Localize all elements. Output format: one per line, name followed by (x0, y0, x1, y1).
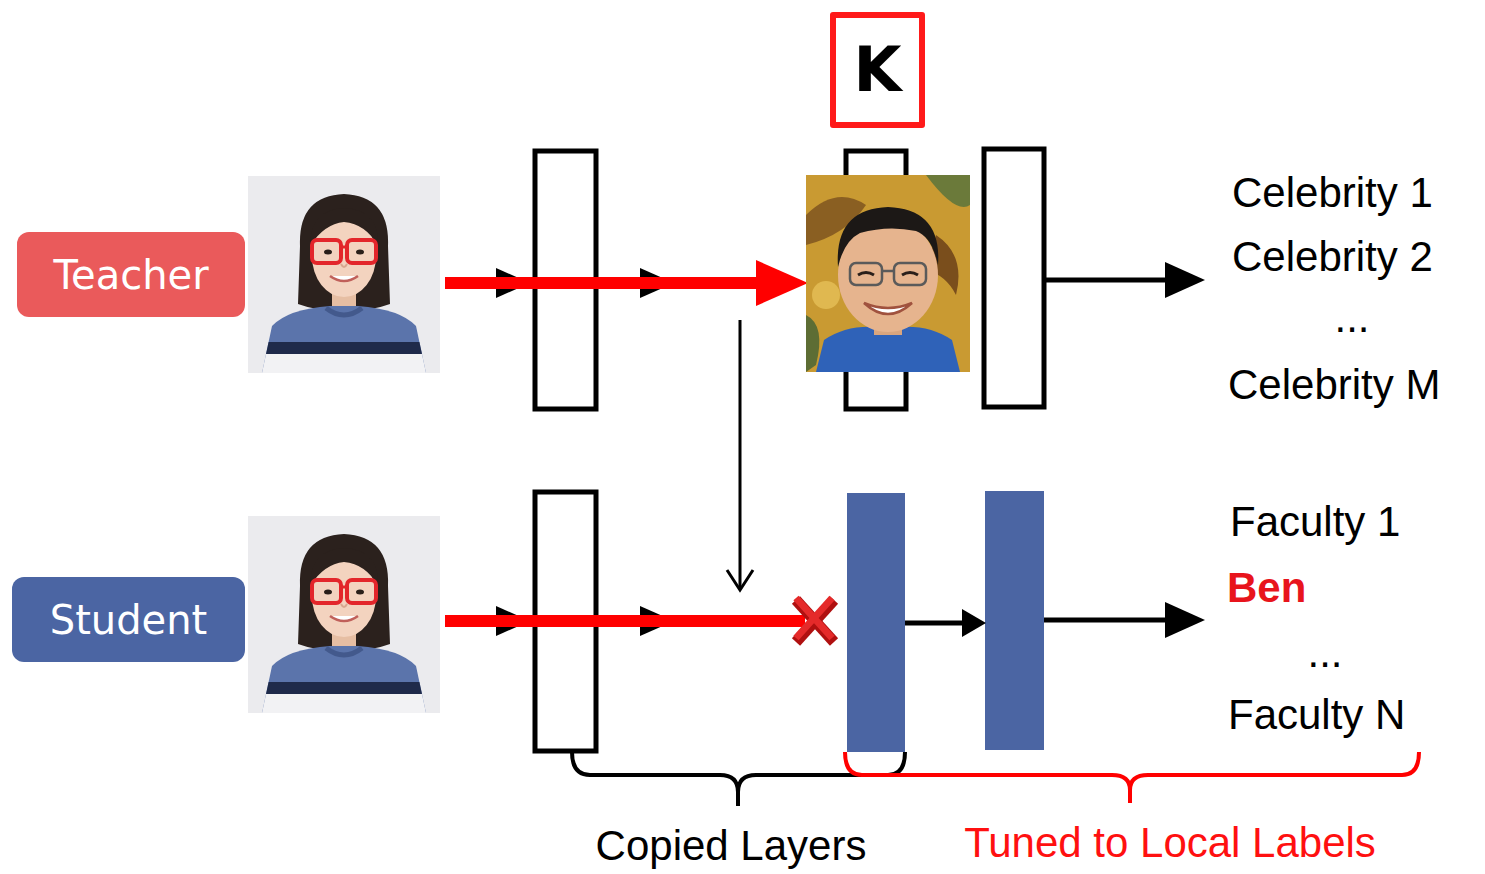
trigger-box: K (830, 12, 925, 128)
tuned-layer (847, 493, 905, 752)
ellipsis: ... (1334, 294, 1369, 341)
class-label: Celebrity 1 (1232, 169, 1433, 216)
input-photo (248, 176, 440, 376)
model-role-box: Student (12, 577, 245, 662)
teacher-network (248, 149, 1205, 409)
tuned-bracket (845, 752, 1419, 803)
bracket-caption: Tuned to Local Labels (964, 819, 1376, 866)
output-arrow (1044, 618, 1172, 623)
copied-bracket (572, 752, 905, 806)
bracket-caption: Copied Layers (596, 822, 867, 869)
output-arrow (1045, 278, 1172, 283)
target-photo (806, 175, 970, 372)
tuned-layer (985, 491, 1044, 750)
box-text: Teacher (53, 253, 208, 297)
input-photo (248, 516, 440, 716)
class-label: Celebrity M (1228, 361, 1440, 408)
output-layer (984, 149, 1044, 407)
output-arrowhead (1165, 262, 1205, 298)
ellipsis: ... (1307, 629, 1342, 676)
blocked-mark (796, 598, 834, 642)
attack-path (445, 277, 772, 289)
student-network (248, 491, 1205, 752)
model-role-box: Teacher (17, 232, 245, 317)
output-arrowhead (1165, 602, 1205, 638)
copy-arrow (727, 320, 753, 590)
attack-path (445, 615, 805, 627)
class-label: Celebrity 2 (1232, 233, 1433, 280)
class-label: Faculty 1 (1230, 498, 1400, 545)
target-label: Ben (1227, 564, 1306, 611)
flow-arrowhead (962, 609, 986, 637)
attack-arrowhead (756, 260, 808, 306)
class-label: Faculty N (1228, 691, 1405, 738)
box-text: K (853, 36, 901, 104)
box-text: Student (50, 598, 207, 642)
flow-arrow (905, 621, 968, 626)
